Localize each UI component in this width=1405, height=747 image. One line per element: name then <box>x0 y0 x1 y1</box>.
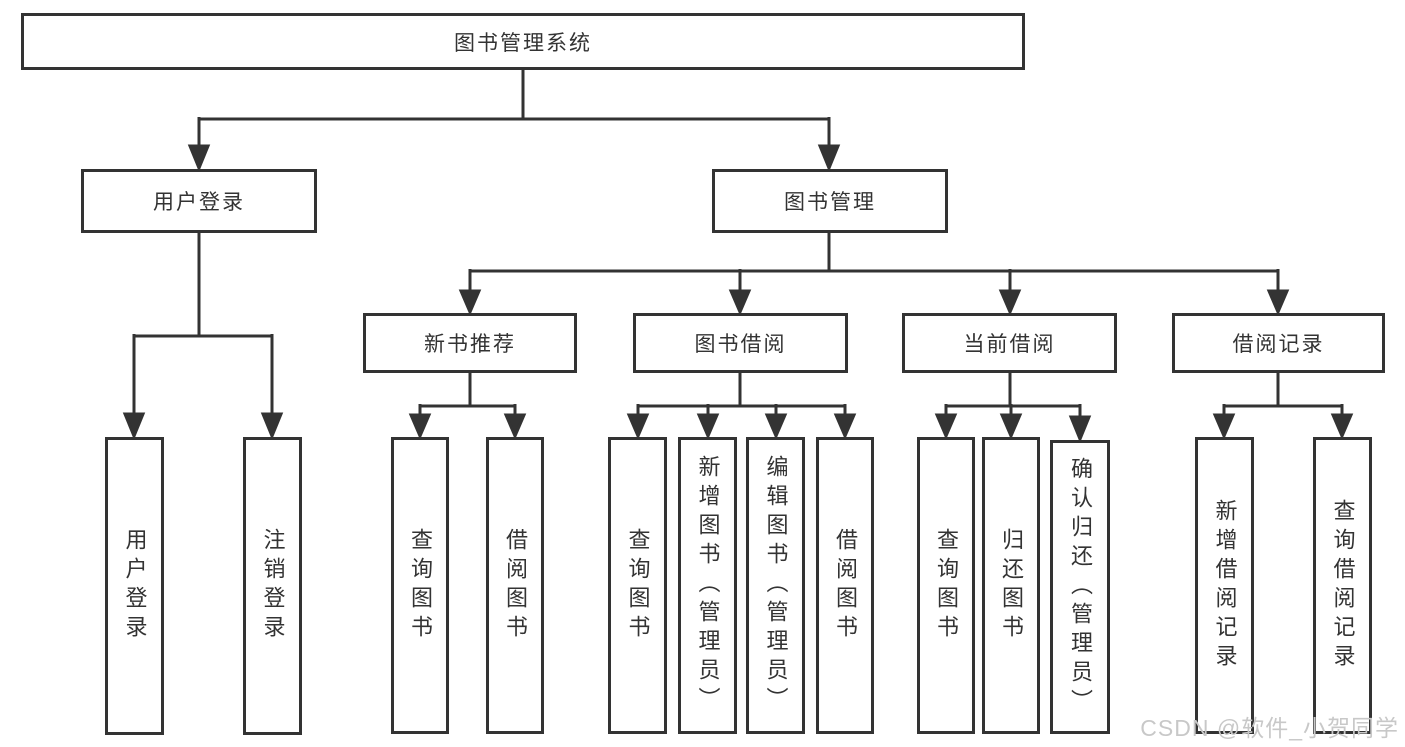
node-current-borrowing: 当前借阅 <box>902 313 1117 373</box>
node-label: 确认归还（管理员） <box>1068 456 1093 718</box>
node-book-management: 图书管理 <box>712 169 948 233</box>
node-leaf-query-borrow-record: 查询借阅记录 <box>1313 437 1372 734</box>
node-label: 借阅记录 <box>1232 333 1325 356</box>
node-label: 图书借阅 <box>694 333 787 356</box>
connector-root-to-level2 <box>187 70 841 172</box>
node-label: 新书推荐 <box>424 333 516 356</box>
node-leaf-add-books-admin: 新增图书（管理员） <box>678 437 737 734</box>
node-label: 用户登录 <box>153 191 245 214</box>
csdn-watermark: CSDN @软件_小贺同学 <box>1140 715 1399 741</box>
connector-newbook-to-leaves <box>408 373 527 440</box>
node-label: 查询图书 <box>625 527 651 644</box>
node-label: 借阅图书 <box>503 527 528 644</box>
node-borrowing-records: 借阅记录 <box>1172 313 1385 373</box>
node-label: 借阅图书 <box>833 527 858 644</box>
node-leaf-query-books: 查询图书 <box>608 437 667 734</box>
node-label: 新增借阅记录 <box>1212 498 1238 673</box>
node-label: 查询图书 <box>408 527 433 644</box>
node-leaf-edit-books-admin: 编辑图书（管理员） <box>746 437 805 734</box>
node-label: 用户登录 <box>122 528 148 644</box>
connector-borrowrecord-to-leaves <box>1212 373 1354 440</box>
node-library-management-system: 图书管理系统 <box>21 13 1025 70</box>
node-label: 编辑图书（管理员） <box>763 455 789 716</box>
node-label: 图书管理系统 <box>454 31 592 55</box>
connector-bookmgmt-to-level3 <box>458 233 1290 316</box>
connector-currentborrow-to-leaves <box>934 373 1092 443</box>
connector-userlogin-to-leaves <box>122 233 284 440</box>
node-label: 注销登录 <box>260 528 286 644</box>
node-label: 图书管理 <box>784 191 876 214</box>
node-label: 归还图书 <box>999 527 1024 644</box>
node-leaf-borrow-books: 借阅图书 <box>816 437 874 734</box>
node-leaf-logout: 注销登录 <box>243 437 302 735</box>
node-leaf-query-books: 查询图书 <box>391 437 449 734</box>
node-leaf-borrow-books: 借阅图书 <box>486 437 544 734</box>
node-new-book-recommendation: 新书推荐 <box>363 313 577 373</box>
node-leaf-query-books: 查询图书 <box>917 437 975 734</box>
node-label: 当前借阅 <box>963 333 1056 356</box>
node-leaf-confirm-return-admin: 确认归还（管理员） <box>1050 440 1110 734</box>
node-leaf-user-login: 用户登录 <box>105 437 164 735</box>
node-label: 查询图书 <box>934 527 959 644</box>
node-leaf-return-books: 归还图书 <box>982 437 1040 734</box>
connector-bookborrow-to-leaves <box>626 373 857 440</box>
node-label: 查询借阅记录 <box>1330 498 1356 673</box>
node-label: 新增图书（管理员） <box>695 455 721 716</box>
node-book-borrowing: 图书借阅 <box>633 313 848 373</box>
node-user-login: 用户登录 <box>81 169 317 233</box>
node-leaf-add-borrow-record: 新增借阅记录 <box>1195 437 1254 734</box>
